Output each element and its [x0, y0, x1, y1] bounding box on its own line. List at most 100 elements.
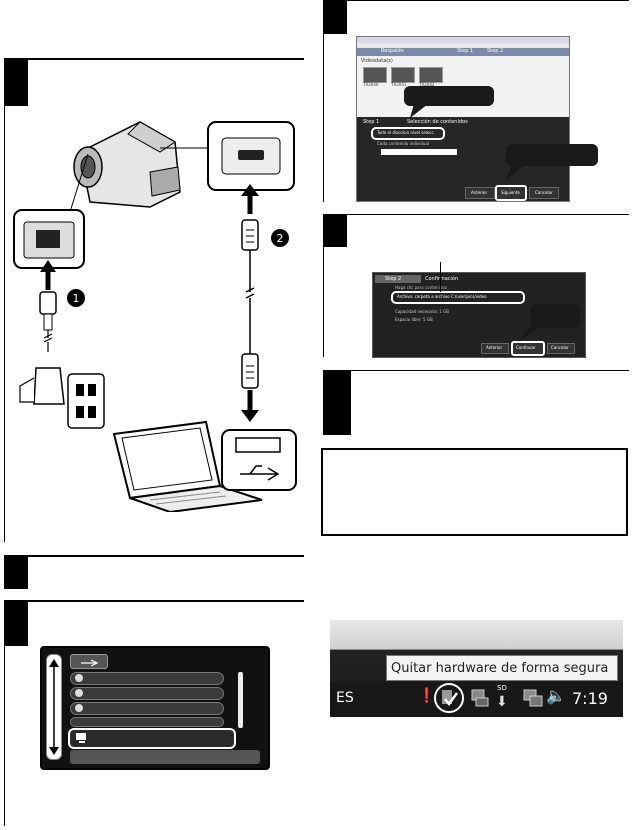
tab-respaldo[interactable]: Respaldo	[381, 48, 404, 54]
thumb-label-3: TR2042	[419, 82, 435, 87]
step-number-block-6	[323, 371, 351, 435]
menu-item-1[interactable]	[70, 672, 224, 685]
window-titlebar	[357, 37, 569, 43]
confirm-row-2-label: Archivo: carpeta a archivo C:/user/pics/…	[397, 294, 487, 299]
callout-continuar-pointer	[518, 326, 542, 342]
menu-item-2[interactable]	[70, 687, 224, 700]
disc-icon	[75, 704, 83, 712]
tooltip-safely-remove-hardware: Quitar hardware de forma segura	[386, 655, 618, 681]
language-indicator[interactable]: ES	[336, 690, 354, 706]
confirm-free-space: Espacio libre: 5 GB	[395, 317, 433, 322]
step-block-4-rule	[323, 0, 629, 1]
monitor-icon[interactable]	[522, 688, 544, 708]
step-block-5-left-border	[323, 247, 324, 357]
connection-illustration: 1 2	[13, 121, 297, 512]
confirm-step-tab: Step 2	[375, 275, 421, 283]
tab-step-1[interactable]: Step 1	[457, 48, 474, 54]
thumb-label-2: TR2041	[391, 82, 407, 87]
menu-scrollbar[interactable]	[238, 672, 243, 728]
folder-path-field[interactable]	[381, 149, 457, 155]
confirm-button-continuar-label: Continuar	[516, 345, 536, 350]
ac-adapter-plug-icon	[33, 291, 65, 405]
usb-menu-tab[interactable]	[70, 654, 108, 669]
callout-option	[404, 86, 494, 106]
step-number-block-5	[323, 215, 347, 247]
note-box	[321, 448, 628, 536]
step-panel-header: Step 1	[363, 119, 380, 125]
safely-remove-hardware-icon[interactable]	[434, 683, 464, 713]
option-2-label[interactable]: Cada contenido individual	[377, 141, 430, 146]
usb-a-port-icon	[221, 429, 297, 491]
usb-mini-port-icon	[207, 121, 295, 191]
disc-icon	[75, 674, 83, 682]
button-anterior[interactable]: Anterior	[465, 187, 495, 199]
thumb-label-1: TR2040	[363, 82, 379, 87]
button-cancelar-label: Cancelar	[535, 190, 553, 195]
tab-step-2[interactable]: Step 2	[487, 48, 504, 54]
window-tab-strip: Respaldo Step 1 Step 2	[357, 48, 569, 56]
clock-text[interactable]: 7:19	[572, 689, 608, 708]
sd-card-label: SD	[497, 684, 507, 692]
confirm-capacity: Capacidad necesaria: 1 GB	[395, 309, 450, 314]
confirm-button-cancelar-label: Cancelar	[551, 345, 569, 350]
callout-next-pointer	[506, 164, 526, 180]
marker-1-text: 1	[73, 292, 80, 305]
step-block-4-left-border	[323, 34, 324, 202]
option-1-label: Todo el disco/un nivel selecc.	[377, 130, 436, 135]
step-panel-header-2: Selección de contenidos	[407, 119, 468, 125]
usb-icon	[81, 659, 99, 667]
callout-option-pointer	[410, 104, 428, 118]
confirm-button-anterior[interactable]: Anterior	[481, 343, 509, 354]
scroll-bar-left[interactable]	[46, 654, 62, 760]
confirm-step-tab-label: Step 2	[385, 276, 402, 282]
laptop-icon	[112, 420, 263, 512]
button-siguiente[interactable]: Siguiente	[495, 185, 527, 201]
step-block-3-rule	[4, 600, 304, 602]
menu-item-selected[interactable]	[68, 728, 236, 749]
step-number-block-4	[323, 0, 347, 34]
step-block-5-rule	[323, 214, 629, 215]
step-number-block-3	[4, 602, 28, 646]
usb-device-check-icon	[442, 690, 459, 707]
section-label: Videodata(s)	[361, 58, 393, 64]
step-block-2-rule	[4, 555, 304, 557]
button-anterior-label: Anterior	[471, 190, 488, 195]
disc-icon	[75, 689, 83, 697]
sd-card-icon[interactable]: SD ⬇	[494, 684, 514, 712]
thumbnail-1[interactable]	[363, 67, 387, 83]
up-down-arrow-icon	[49, 659, 59, 755]
menu-item-3[interactable]	[70, 702, 224, 715]
confirm-row-2-highlight[interactable]: Archivo: carpeta a archivo C:/user/pics/…	[391, 291, 525, 304]
network-icon[interactable]	[470, 688, 490, 708]
option-1-highlight[interactable]: Todo el disco/un nivel selecc.	[371, 127, 445, 140]
dc-jack-icon	[13, 209, 85, 269]
marker-2-text: 2	[277, 232, 284, 245]
callout-continuar	[530, 304, 580, 328]
pc-icon	[76, 733, 86, 743]
step-block-3-left-border	[4, 646, 5, 826]
menu-item-4[interactable]	[70, 717, 224, 727]
warning-icon[interactable]: ❗	[418, 688, 436, 704]
thumbnail-2[interactable]	[391, 67, 415, 83]
confirm-pointer-line	[440, 262, 441, 292]
camcorder-lcd-menu	[40, 646, 270, 770]
volume-icon[interactable]: 🔈	[546, 686, 566, 705]
confirm-button-anterior-label: Anterior	[486, 345, 503, 350]
arrow-down-icon: ⬇	[496, 694, 508, 710]
usb-cable-icon	[241, 219, 259, 389]
button-cancelar[interactable]: Cancelar	[529, 187, 559, 199]
button-siguiente-label: Siguiente	[501, 190, 520, 195]
callout-next	[506, 144, 598, 166]
confirm-button-cancelar[interactable]: Cancelar	[547, 343, 575, 354]
confirm-step-title: Confirmación	[425, 276, 459, 282]
camcorder-icon	[73, 121, 181, 208]
confirm-row-1: Haga clic para contenidos	[395, 285, 447, 290]
taskbar: ES ❗ SD ⬇ 🔈 7:19	[330, 682, 623, 717]
thumbnail-3[interactable]	[419, 67, 443, 83]
confirm-button-continuar[interactable]: Continuar	[511, 341, 545, 356]
step-block-1-rule	[4, 58, 304, 60]
step-block-6-rule	[323, 370, 629, 371]
step-number-block-1	[4, 60, 28, 106]
menu-bottom-bar	[70, 750, 260, 764]
wall-outlet-icon	[67, 373, 105, 429]
